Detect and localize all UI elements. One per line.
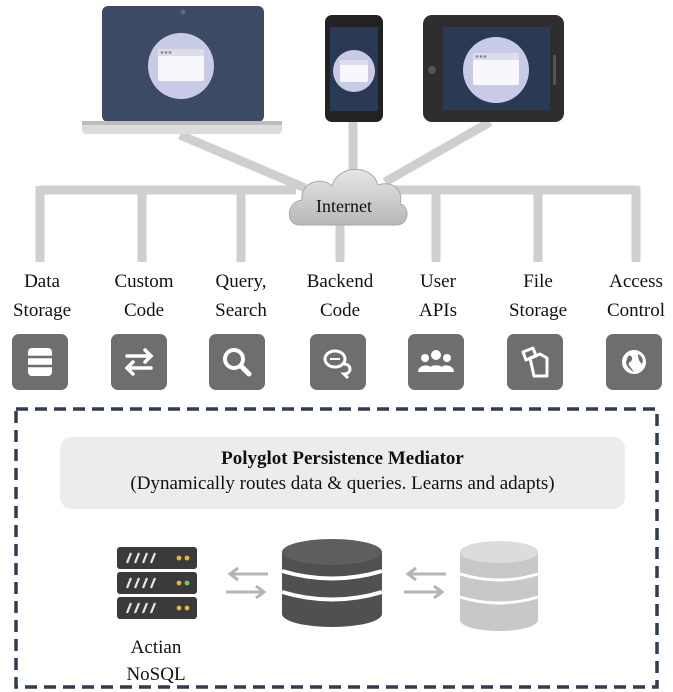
service-label-backend-code: Backend Code [295, 267, 385, 325]
laptop-icon [82, 6, 282, 134]
swap-arrows-icon [111, 334, 167, 390]
service-label-line2: Code [319, 300, 361, 321]
chat-bubbles-icon [310, 334, 366, 390]
service-label-line2: Storage [508, 300, 568, 321]
persistence-region-border [14, 407, 659, 689]
copy-files-icon [507, 334, 563, 390]
service-label-data-storage: Data Storage [0, 267, 87, 325]
service-label-line2: Code [123, 300, 165, 321]
mediator-title: Polyglot Persistence Mediator [221, 448, 464, 469]
service-label-line2: APIs [418, 300, 457, 321]
server-rack-icon [117, 547, 197, 619]
service-label-line1: Data [24, 271, 60, 292]
service-label-user-apis: User APIs [393, 267, 483, 325]
service-label-line1: File [523, 271, 553, 292]
service-label-file-storage: File Storage [493, 267, 583, 325]
service-label-line2: Search [215, 300, 267, 321]
database-secondary-icon [459, 541, 539, 631]
service-label-line1: User [420, 271, 456, 292]
actian-label-line1: Actian [130, 637, 182, 658]
service-label-access-control: Access Control [591, 267, 673, 325]
exchange-arrows-left [226, 566, 268, 600]
actian-nosql-label: Actian NoSQL [106, 634, 206, 688]
tablet-icon [423, 15, 564, 122]
magnifier-icon [209, 334, 265, 390]
service-label-line1: Custom [114, 271, 174, 292]
internet-label: Internet [316, 196, 372, 216]
cloud-icon [288, 168, 408, 226]
service-label-query-search: Query, Search [196, 267, 286, 325]
exchange-arrows-right [404, 566, 446, 600]
service-label-line2: Control [606, 300, 666, 321]
service-bus [35, 185, 641, 262]
phone-icon [325, 15, 383, 122]
database-icon [12, 334, 68, 390]
users-icon [408, 334, 464, 390]
service-label-line1: Backend [306, 271, 374, 292]
service-label-line2: Storage [12, 300, 72, 321]
service-label-line1: Access [609, 271, 663, 292]
globe-icon [606, 334, 662, 390]
actian-label-line2: NoSQL [126, 664, 186, 685]
service-label-custom-code: Custom Code [99, 267, 189, 325]
database-primary-icon [281, 539, 383, 627]
device-connectors [178, 118, 493, 193]
polyglot-mediator-box: Polyglot Persistence Mediator (Dynamical… [60, 437, 625, 509]
mediator-subtitle: (Dynamically routes data & queries. Lear… [130, 473, 555, 494]
service-label-line1: Query, [215, 271, 267, 292]
